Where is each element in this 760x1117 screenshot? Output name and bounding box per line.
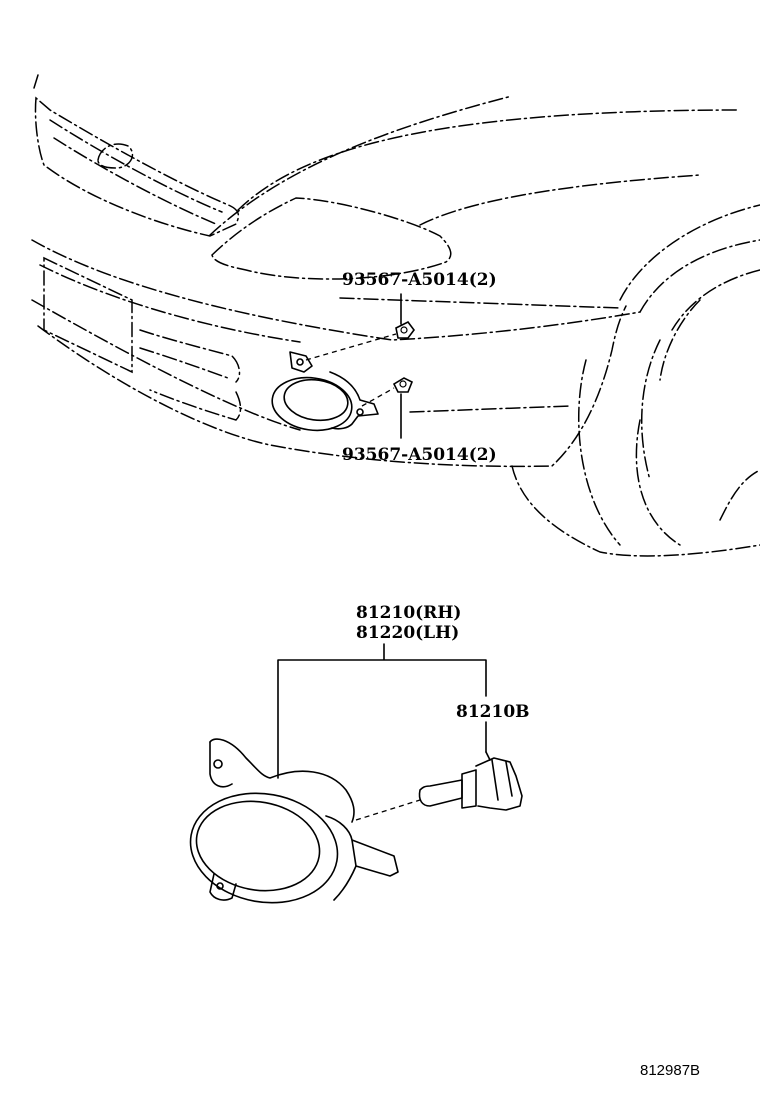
upper-clip-label: 93567-A5014(2) xyxy=(342,270,497,290)
diagram-code: 812987B xyxy=(640,1062,701,1079)
lower-clip xyxy=(392,377,414,393)
installed-fog-lamp xyxy=(271,351,379,432)
bulb-label: 81210B xyxy=(456,702,530,722)
upper-clip xyxy=(395,320,415,339)
fog-lamp-lh-label: 81220(LH) xyxy=(356,623,460,643)
vehicle-outline xyxy=(31,74,760,557)
fog-lamp-assembly xyxy=(189,643,487,904)
lower-clip-label: 93567-A5014(2) xyxy=(342,445,497,465)
bulb-part xyxy=(418,751,523,811)
fog-lamp-rh-label: 81210(RH) xyxy=(356,603,462,623)
